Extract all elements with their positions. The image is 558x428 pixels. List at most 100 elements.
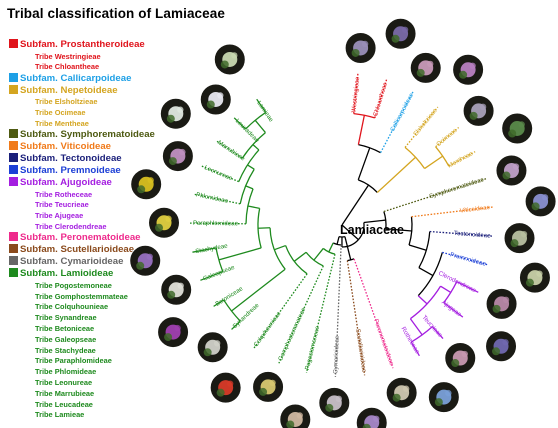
species-photo [196,331,229,364]
species-photo [444,342,477,375]
internal-branch [247,205,260,210]
internal-branch [293,251,307,262]
legend-subfamily-label: Subfam. Peronematoideae [20,232,141,244]
leaf-branch [346,260,366,376]
flower-image [296,412,303,419]
tree-arc [257,208,262,249]
flower-image [401,26,409,33]
legend-subfamily-label: Subfam. Viticoideae [20,141,111,152]
leaf-image [351,48,360,57]
flower-image [165,215,172,222]
legend-subfamily: Subfam. Ajugoideae [9,177,112,189]
tree-arc [358,144,381,154]
leaf-branch [443,302,464,318]
tree-arc [347,258,355,262]
leaf-image [525,278,534,287]
flower-image [479,103,487,111]
leaf-branch [404,106,439,148]
leaf-image [508,129,517,138]
tree-branches [190,73,494,377]
tree-arc [332,242,342,246]
flower-image [335,395,342,403]
flower-image [518,121,525,128]
legend-subfamily-label: Subfam. Tectonoideae [20,153,122,164]
leaf-branch [456,281,479,293]
legend-swatch [9,256,18,266]
leaf-label: Paraphlomideae [193,220,239,228]
leaf-image [216,388,225,397]
species-photo [159,97,192,130]
species-photo [130,168,163,201]
species-photo [213,43,246,76]
legend-subfamily: Subfam. Callicarpoideae [9,72,131,85]
species-photo [199,83,232,116]
legend-swatch [9,165,18,174]
leaf-branch [213,299,225,307]
leaf-image [136,261,145,270]
species-photo [279,403,312,428]
leaf-image [510,239,519,248]
root-label: Lamiaceae [340,223,404,237]
internal-branch [218,247,262,261]
leaf-label: Colquhounieae [253,310,283,348]
tree-arc [410,285,442,320]
flower-image [536,270,543,277]
leaf-image [362,423,371,428]
flower-image [427,60,434,68]
leaf-branch [374,79,388,119]
flower-image [373,415,380,422]
species-photo [252,370,285,403]
legend-subfamily-label: Subfam. Ajugoideae [20,177,112,188]
leaf-image [137,185,146,194]
leaf-label: Mentheae [447,150,475,170]
leaf-label: Callicarpoideae [389,91,416,132]
flower-image [469,62,476,69]
leaf-label: Clerodendreae [437,270,477,295]
internal-branch [344,236,352,261]
leaf-image [259,387,268,396]
internal-branch [357,147,371,181]
legend-subfamily: Subfam. Peronematoideae [9,232,141,244]
legend-subfamily: Subfam. Prostantheroideae [9,39,145,51]
legend-tribe: Tribe Betoniceae [35,323,95,333]
flower-image [269,379,276,387]
internal-branch [254,119,266,134]
species-photo [148,206,181,239]
internal-branch [363,219,386,224]
legend-swatch [9,84,18,94]
internal-branch [440,285,452,294]
legend-swatch [9,129,18,138]
leaf-label: Premnoideae [449,251,487,268]
internal-branch [252,144,260,151]
legend-subfamily: Subfam. Premnoideae [9,165,121,177]
legend-swatch [9,268,18,278]
legend-subfamily: Subfam. Cymarioideae [9,256,123,268]
flower-image [402,385,410,392]
leaf-image [206,100,215,109]
leaf-branch [256,98,267,113]
legend-tribe: Tribe Stachydeae [35,345,96,355]
leaf-branch [383,177,487,213]
legend-tribe: Tribe Westringieae [35,51,101,61]
leaf-label: Phlomideae [195,191,229,205]
leaf-label: Tectonoideae [454,230,492,240]
flower-image [445,389,452,397]
internal-branch [245,185,254,190]
species-photo [501,112,534,145]
species-photo [524,185,557,218]
leaf-branch [201,165,239,183]
leaf-image [164,333,173,342]
leaf-label: Symphorematoideae [428,176,485,200]
leaf-label: Cymarioideae [332,335,341,374]
leaf-image [167,290,176,299]
legend-subfamily: Subfam. Scutellarioideae [9,244,134,256]
species-photo [409,51,442,84]
leaf-label: Pogostemoneae [304,325,321,371]
tree-arc [418,231,431,269]
leaf-image [392,393,401,402]
internal-branch [417,295,428,305]
legend-subfamily: Subfam. Viticoideae [9,141,111,153]
legend-subfamily: Subfam. Lamioideae [9,268,113,280]
leaf-image [531,202,540,211]
